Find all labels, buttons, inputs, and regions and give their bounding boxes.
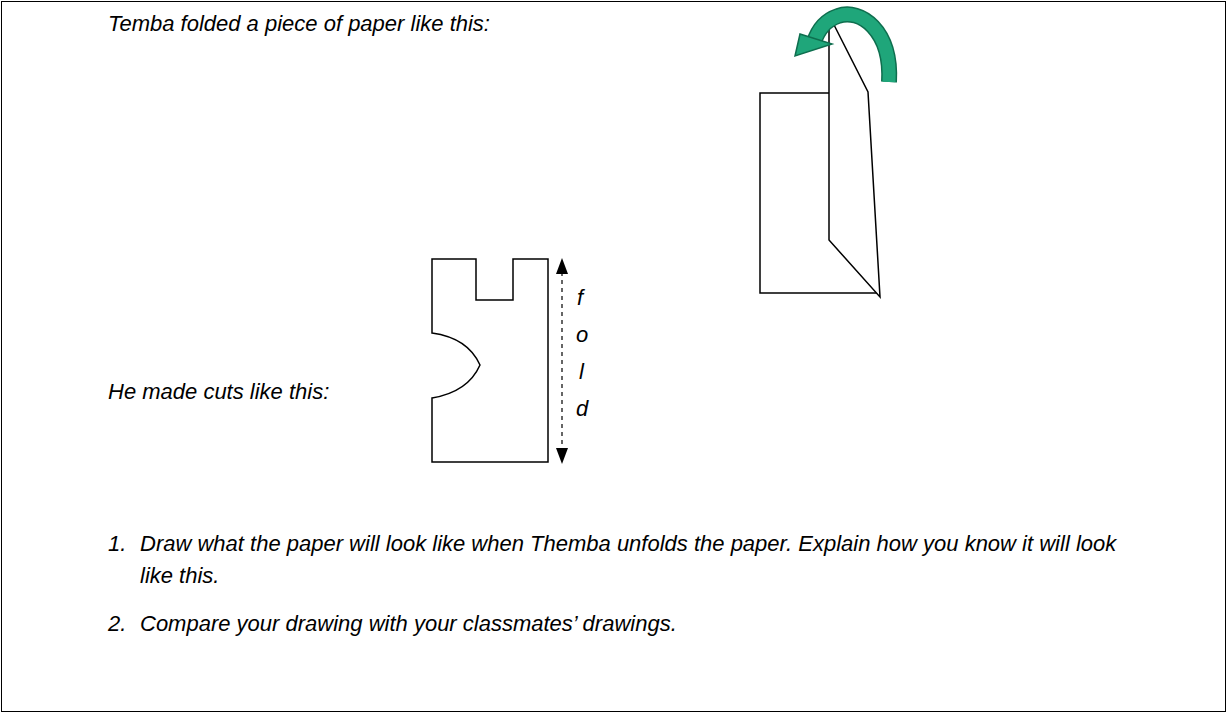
fold-arrow-outline bbox=[814, 14, 889, 82]
fold-letter: d bbox=[576, 393, 588, 425]
fold-line-head bbox=[556, 448, 568, 464]
question-text: Draw what the paper will look like when … bbox=[140, 528, 1130, 592]
cut-paper bbox=[432, 259, 548, 462]
fold-letter: f bbox=[577, 282, 583, 314]
fold-arrow-head bbox=[795, 34, 832, 56]
question-number: 2. bbox=[108, 608, 126, 640]
paper-flap bbox=[829, 15, 880, 297]
fold-letter: l bbox=[579, 356, 584, 388]
question-text: Compare your drawing with your classmate… bbox=[140, 608, 1130, 640]
fold-line-head bbox=[556, 258, 568, 274]
fold-arrow bbox=[814, 14, 889, 82]
instruction-text: Temba folded a piece of paper like this: bbox=[108, 8, 490, 40]
instruction-text: He made cuts like this: bbox=[108, 376, 329, 408]
fold-line bbox=[561, 272, 562, 450]
question-number: 1. bbox=[108, 528, 126, 560]
fold-letter: o bbox=[576, 319, 588, 351]
